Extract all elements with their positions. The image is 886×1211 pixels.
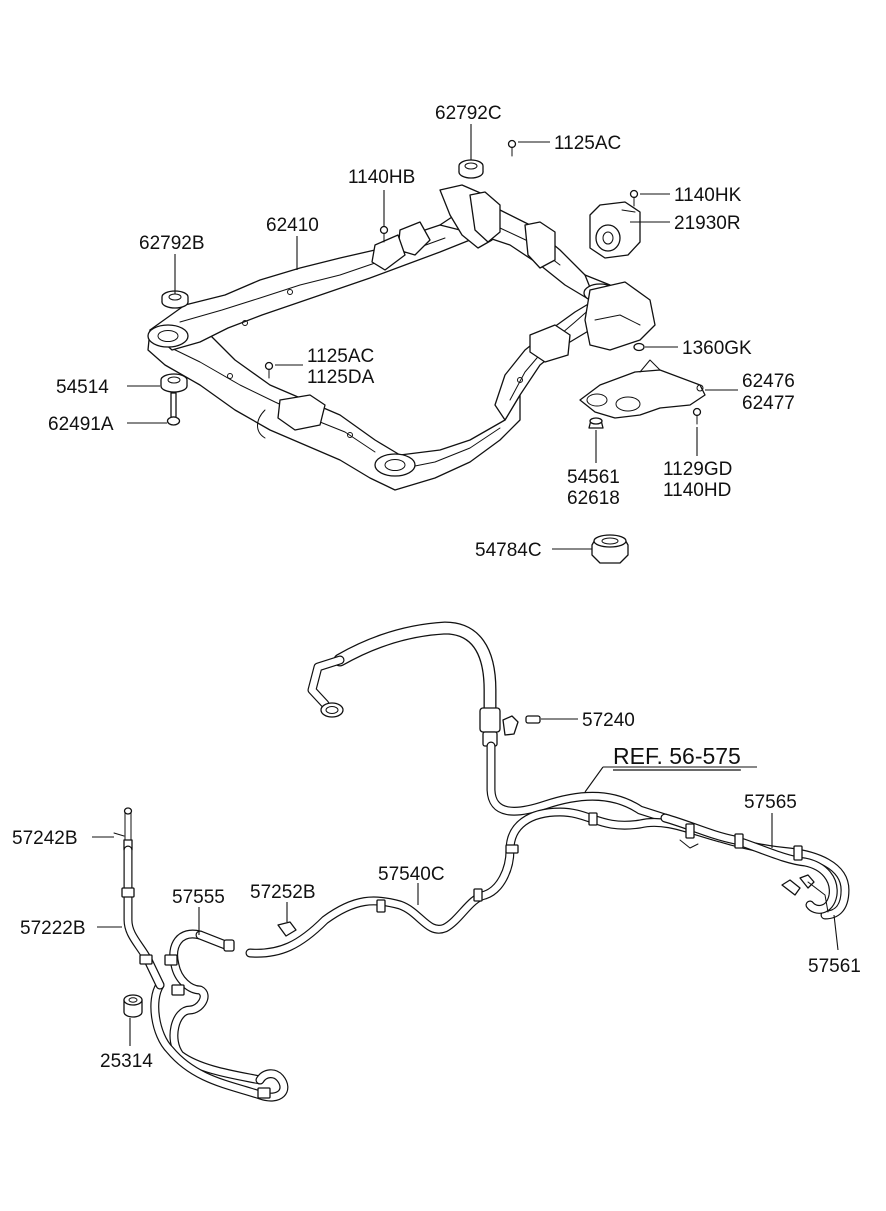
label-57540C: 57540C [378,864,445,885]
bolt-1140HB [379,225,389,243]
label-1125AC-top: 1125AC [554,133,621,154]
label-25314: 25314 [100,1051,153,1072]
bolt-1129GD-1140HD [692,407,702,425]
pressure-hose-assembly [307,621,670,823]
label-57565: 57565 [744,792,797,813]
label-1140HK: 1140HK [674,185,742,206]
label-ref-56-575: REF. 56-575 [613,743,741,769]
reservoir-hose [150,929,289,1102]
label-54561: 54561 [567,467,620,488]
label-62477: 62477 [742,393,795,414]
bushing-62792B [161,290,189,309]
label-1140HD: 1140HD [663,480,731,501]
label-57555: 57555 [172,887,225,908]
label-54784C: 54784C [475,540,542,561]
bolt-62491A [166,392,181,426]
crossmember-subframe [147,184,631,491]
label-21930R: 21930R [674,213,741,234]
label-62618: 62618 [567,488,620,509]
label-57222B: 57222B [20,918,86,939]
label-1129GD: 1129GD [663,459,732,480]
sleeve-25314 [123,994,143,1018]
hose-end-57561 [807,881,829,913]
label-57561: 57561 [808,956,861,977]
label-62792B: 62792B [139,233,205,254]
part-labels: 62792C 1125AC 1140HB 1140HK 21930R 62410… [12,103,861,1072]
bolt-1125AC-1125DA [264,361,274,379]
label-57252B: 57252B [250,882,316,903]
label-62491A: 62491A [48,414,114,435]
washer-1360GK [633,342,645,352]
bolt-1140HK [629,189,639,207]
leader-lines [92,124,839,1046]
label-62792C: 62792C [435,103,502,124]
clamp-57240 [525,715,541,724]
rear-mounting-bracket [579,281,706,419]
reservoir-tube [113,807,165,990]
label-1125DA: 1125DA [307,367,375,388]
mount-21930R [589,201,641,259]
label-62410: 62410 [266,215,319,236]
bolt-1125AC-top [507,139,517,157]
label-1360GK: 1360GK [682,338,752,359]
label-1125AC-mid: 1125AC [307,346,374,367]
return-hose-57540C [245,807,850,958]
label-1140HB: 1140HB [348,167,415,188]
bushing-54561 [588,417,604,429]
label-57240: 57240 [582,710,635,731]
label-54514: 54514 [56,377,109,398]
label-62476: 62476 [742,371,795,392]
bushing-62792C [458,159,484,179]
bushing-54514 [160,373,188,393]
bushing-54784C [591,534,629,564]
clip-57252B [277,921,297,937]
label-57242B: 57242B [12,828,78,849]
